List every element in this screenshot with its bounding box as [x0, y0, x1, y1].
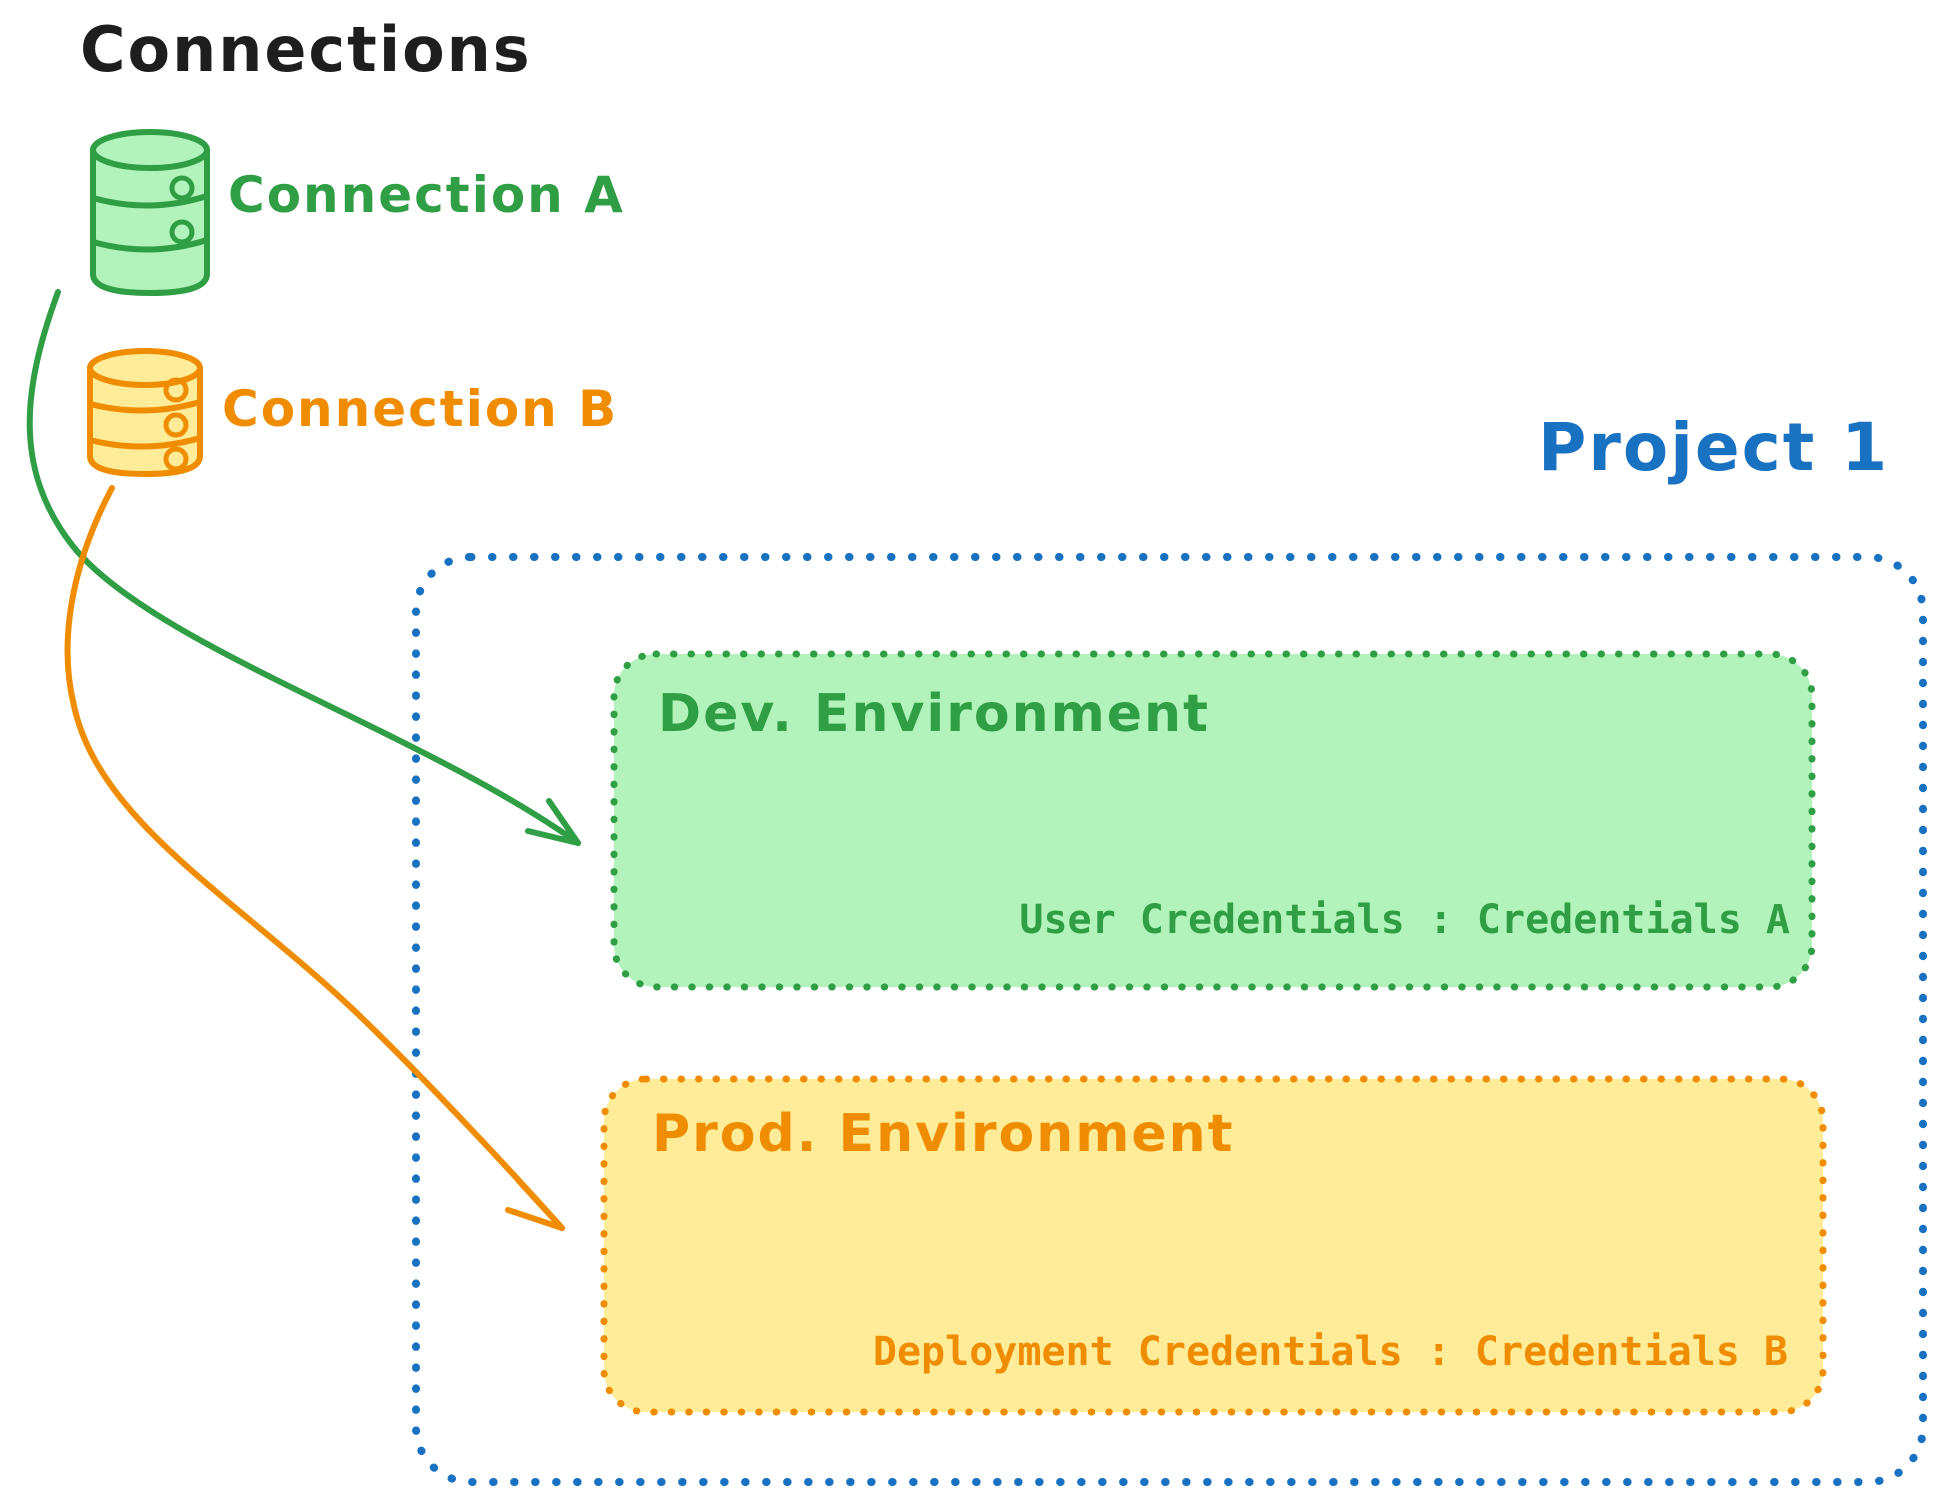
- connection-b-arrow: [64, 485, 565, 1231]
- project-title: Project 1: [1538, 409, 1890, 486]
- dev-environment-box: [610, 650, 1816, 991]
- connections-heading: Connections: [80, 13, 532, 86]
- connection-a-label: Connection A: [228, 166, 625, 224]
- database-icon: [90, 129, 210, 296]
- dev-environment-title: Dev. Environment: [658, 684, 1210, 744]
- prod-environment-title: Prod. Environment: [652, 1104, 1235, 1164]
- prod-environment-credentials: Deployment Credentials : Credentials B: [872, 1329, 1788, 1375]
- prod-environment-box: [600, 1075, 1827, 1416]
- dev-environment-credentials: User Credentials : Credentials A: [1019, 897, 1790, 943]
- connection-b-label: Connection B: [222, 380, 619, 438]
- database-icon: [87, 348, 203, 477]
- connection-a-arrow: [26, 289, 581, 846]
- project-box: [412, 553, 1927, 1486]
